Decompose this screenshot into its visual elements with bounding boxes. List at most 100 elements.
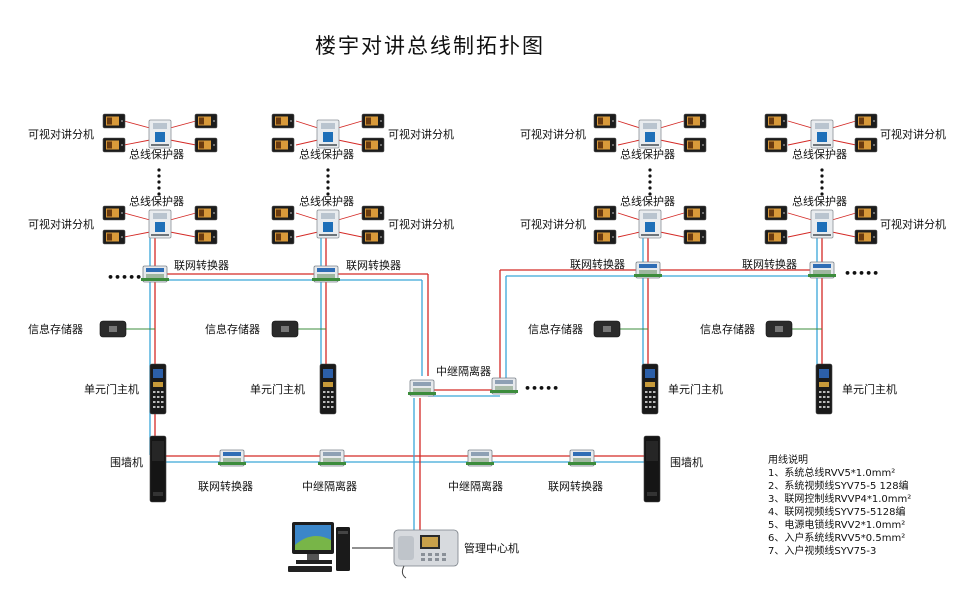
- legend-item: 2、系统视频线SYV75-5 128编: [768, 479, 909, 492]
- monitor-icon: [194, 205, 218, 221]
- management-center: 管理中心机: [288, 522, 519, 579]
- monitor-icon: [102, 137, 126, 153]
- bus-protector-icon: [638, 209, 662, 239]
- monitor-icon: [361, 205, 385, 221]
- monitor-label: 可视对讲分机: [880, 217, 946, 231]
- monitor-label: 可视对讲分机: [520, 217, 586, 231]
- network-converter-icon: [633, 261, 663, 279]
- bus-protector-label: 总线保护器: [299, 147, 354, 161]
- monitor-icon: [683, 205, 707, 221]
- info-storage-icon: [765, 320, 793, 338]
- monitor-label: 可视对讲分机: [880, 127, 946, 141]
- monitor-icon: [593, 113, 617, 129]
- info-storage-label: 信息存储器: [205, 322, 260, 336]
- monitor-icon: [102, 229, 126, 245]
- relay-isolator-icon: [489, 377, 519, 395]
- door-station-icon: [149, 363, 167, 415]
- monitor-label: 可视对讲分机: [28, 217, 94, 231]
- monitor-label: 可视对讲分机: [388, 127, 454, 141]
- wall-station-label: 围墙机: [110, 455, 143, 469]
- door-station-label: 单元门主机: [84, 382, 139, 396]
- network-converter-label: 联网转换器: [174, 258, 229, 272]
- monitor-icon: [271, 229, 295, 245]
- wall-station-label: 围墙机: [670, 455, 703, 469]
- management-console-icon: [393, 529, 459, 579]
- building-1: 可视对讲分机 总线保护器 总线保护器 可视对讲分机 联网转换器 ••••• 信息…: [28, 113, 229, 415]
- monitor-icon: [102, 205, 126, 221]
- monitor-icon: [764, 113, 788, 129]
- monitor-label: 可视对讲分机: [520, 127, 586, 141]
- monitor-icon: [271, 113, 295, 129]
- wall-station-icon: [643, 435, 661, 503]
- vertical-ellipsis-icon: [820, 168, 824, 196]
- monitor-icon: [194, 113, 218, 129]
- info-storage-icon: [593, 320, 621, 338]
- network-converter-icon: [807, 261, 837, 279]
- network-converter-label: 联网转换器: [346, 258, 401, 272]
- door-station-label: 单元门主机: [250, 382, 305, 396]
- relay-isolator-label: 中继隔离器: [302, 479, 357, 493]
- building-4: 可视对讲分机 总线保护器 总线保护器 可视对讲分机 联网转换器 ••••• 信息…: [700, 113, 946, 415]
- monitor-icon: [271, 137, 295, 153]
- monitor-icon: [854, 229, 878, 245]
- bus-protector-label: 总线保护器: [299, 194, 354, 208]
- monitor-icon: [683, 229, 707, 245]
- ellipsis-label: •••••: [844, 267, 879, 280]
- monitor-label: 可视对讲分机: [28, 127, 94, 141]
- monitor-icon: [194, 229, 218, 245]
- vertical-ellipsis-icon: [326, 168, 330, 196]
- management-center-label: 管理中心机: [464, 541, 519, 555]
- page-title: 楼宇对讲总线制拓扑图: [315, 34, 545, 58]
- bus-protector-icon: [148, 209, 172, 239]
- building-3: 可视对讲分机 总线保护器 总线保护器 可视对讲分机 联网转换器 信息存储器 单元…: [520, 113, 723, 415]
- relay-isolator-icon: [407, 379, 437, 397]
- network-converter-label: 联网转换器: [570, 257, 625, 271]
- relay-isolator-icon: [465, 449, 495, 467]
- info-storage-label: 信息存储器: [700, 322, 755, 336]
- door-station-label: 单元门主机: [668, 382, 723, 396]
- door-station-icon: [815, 363, 833, 415]
- bus-protector-icon: [810, 119, 834, 149]
- legend-item: 5、电源电锁线RVV2*1.0mm²: [768, 518, 905, 531]
- monitor-icon: [593, 229, 617, 245]
- monitor-icon: [361, 113, 385, 129]
- monitor-icon: [194, 137, 218, 153]
- computer-icon: [288, 522, 350, 572]
- monitor-icon: [764, 229, 788, 245]
- perimeter-ring: 围墙机 联网转换器 中继隔离器 中继隔离器 联网转换器 围墙机: [110, 435, 703, 503]
- relay-isolator-icon: [317, 449, 347, 467]
- building-2: 可视对讲分机 总线保护器 总线保护器 可视对讲分机 联网转换器 信息存储器 单元…: [205, 113, 454, 415]
- bus-protector-label: 总线保护器: [129, 147, 184, 161]
- bus-protector-label: 总线保护器: [792, 194, 847, 208]
- legend-item: 7、入户视频线SYV75-3: [768, 544, 876, 557]
- network-converter-icon: [217, 449, 247, 467]
- wiring: [123, 120, 857, 549]
- legend-item: 6、入户系统线RVV5*0.5mm²: [768, 531, 905, 544]
- relay-section: 中继隔离器 •••••: [407, 364, 559, 397]
- monitor-icon: [593, 205, 617, 221]
- legend-item: 4、联网视频线SYV75-5128编: [768, 505, 905, 518]
- monitor-icon: [764, 137, 788, 153]
- door-station-icon: [641, 363, 659, 415]
- monitor-icon: [764, 205, 788, 221]
- bus-protector-icon: [638, 119, 662, 149]
- bus-protector-label: 总线保护器: [792, 147, 847, 161]
- network-converter-label: 联网转换器: [742, 257, 797, 271]
- bus-protector-icon: [316, 209, 340, 239]
- relay-isolator-label: 中继隔离器: [436, 364, 491, 378]
- monitor-label: 可视对讲分机: [388, 217, 454, 231]
- monitor-icon: [361, 229, 385, 245]
- wall-station-icon: [149, 435, 167, 503]
- monitor-icon: [102, 113, 126, 129]
- door-station-icon: [319, 363, 337, 415]
- vertical-ellipsis-icon: [157, 168, 161, 196]
- bus-protector-icon: [810, 209, 834, 239]
- wiring-legend: 用线说明 1、系统总线RVV5*1.0mm² 2、系统视频线SYV75-5 12…: [768, 453, 911, 557]
- vertical-ellipsis-icon: [648, 168, 652, 196]
- bus-protector-icon: [316, 119, 340, 149]
- network-converter-icon: [140, 265, 170, 283]
- monitor-icon: [361, 137, 385, 153]
- info-storage-label: 信息存储器: [28, 322, 83, 336]
- legend-item: 3、联网控制线RVVP4*1.0mm²: [768, 492, 911, 505]
- bus-protector-label: 总线保护器: [620, 194, 675, 208]
